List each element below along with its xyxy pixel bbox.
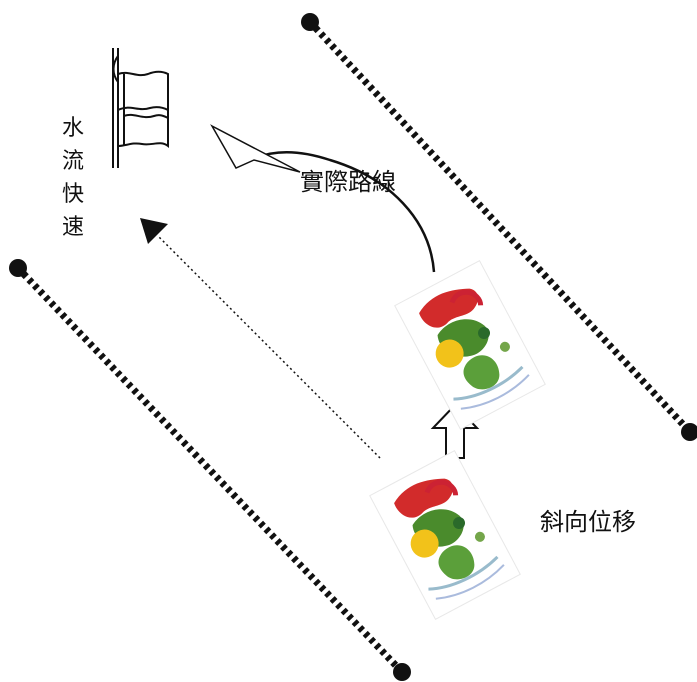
actual-route-label: 實際路線 xyxy=(300,168,396,196)
boat-icon xyxy=(394,259,546,431)
river-bank-right xyxy=(301,13,697,441)
fast-flow-label: 水 流 快 速 xyxy=(62,116,84,240)
bank-right-start-dot xyxy=(301,13,319,31)
flag-icon xyxy=(112,48,169,168)
fast-flow-char-4: 速 xyxy=(62,215,84,240)
boat-start-icon xyxy=(369,449,521,621)
bank-right-end-dot xyxy=(681,423,697,441)
actual-route-arrow xyxy=(254,150,436,273)
bank-left-start-dot xyxy=(9,259,27,277)
fast-flow-char-1: 水 xyxy=(62,116,84,141)
bank-left-end-dot xyxy=(393,663,411,681)
actual-route-arrowhead-icon xyxy=(210,124,301,173)
arrow-head-icon xyxy=(140,218,168,244)
fast-flow-char-3: 快 xyxy=(62,182,84,207)
fast-flow-char-2: 流 xyxy=(62,149,84,174)
diagonal-shift-label: 斜向位移 xyxy=(540,508,636,536)
intended-direction-arrow xyxy=(140,218,381,459)
river-bank-left xyxy=(9,259,411,681)
